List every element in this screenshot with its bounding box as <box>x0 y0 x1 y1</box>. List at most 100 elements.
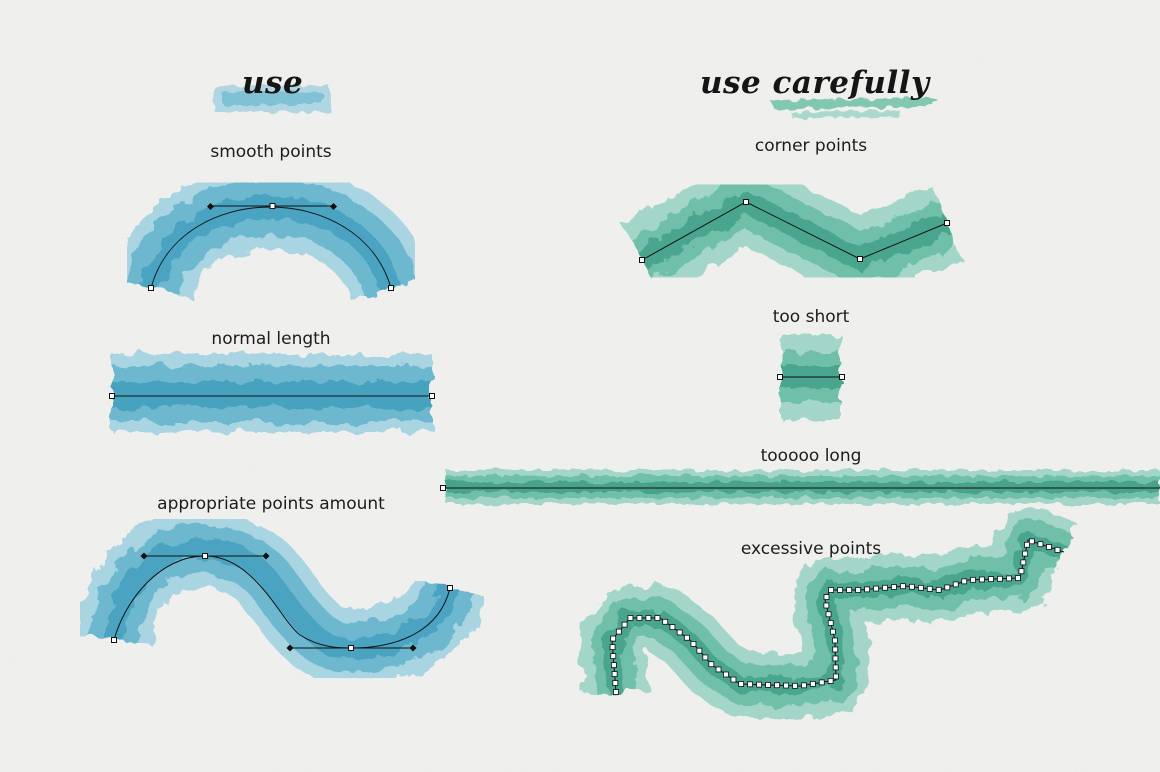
anchor-point <box>690 641 697 647</box>
too-short-path <box>777 374 845 380</box>
anchor-point <box>830 628 836 635</box>
corner-points-stroke <box>622 156 963 303</box>
anchor-point <box>765 682 771 688</box>
anchor-point <box>818 679 825 686</box>
anchor-point <box>1037 541 1044 548</box>
anchor-point <box>961 578 968 585</box>
too-short-label: too short <box>772 307 850 327</box>
smooth-points-path <box>148 202 394 291</box>
smooth-points-stroke <box>110 165 432 303</box>
anchor-point <box>1018 568 1025 575</box>
anchor-point <box>846 587 853 593</box>
normal-length-path <box>109 393 435 399</box>
use-carefully-heading-swatch <box>770 98 936 118</box>
excessive-points-label: excessive points <box>740 539 882 559</box>
anchor-point <box>935 586 942 593</box>
anchor-point <box>1046 544 1052 550</box>
anchor-point <box>882 584 888 591</box>
anchor-point <box>1020 559 1027 566</box>
anchor-point <box>833 673 839 680</box>
anchor-point <box>823 594 830 600</box>
use-carefully-heading: use carefully <box>700 65 930 101</box>
anchor-point <box>832 655 839 662</box>
anchor-point <box>900 583 906 590</box>
anchor-point <box>1024 541 1030 548</box>
anchor-point <box>1022 550 1029 557</box>
corner-points-path <box>639 199 950 263</box>
anchor-point <box>730 676 737 683</box>
anchor-point <box>832 646 839 653</box>
anchor-point <box>828 587 835 593</box>
anchor-point <box>756 681 762 688</box>
too-long-label: tooooo long <box>760 446 862 466</box>
anchor-point <box>827 620 834 626</box>
anchor-point <box>855 587 862 593</box>
corner-points-label: corner points <box>754 136 868 156</box>
too-short-stroke <box>777 334 845 420</box>
anchor-point <box>684 634 690 641</box>
normal-length-stroke <box>109 354 435 432</box>
anchor-point <box>610 653 617 660</box>
anchor-point <box>613 689 619 695</box>
anchor-point <box>1006 575 1012 582</box>
anchor-point <box>612 680 619 686</box>
normal-length-label: normal length <box>211 329 331 349</box>
too-long-stroke <box>440 470 1160 504</box>
anchor-point <box>676 629 683 636</box>
smooth-points-label: smooth points <box>210 142 332 162</box>
anchor-point <box>801 682 807 689</box>
anchor-point <box>827 677 834 684</box>
anchor-point <box>891 584 897 590</box>
anchor-point <box>627 615 634 621</box>
anchor-point <box>1015 575 1021 581</box>
anchor-point <box>747 681 753 688</box>
anchor-point <box>610 635 617 642</box>
anchor-point <box>864 586 870 593</box>
anchor-point <box>1054 546 1061 553</box>
anchor-point <box>917 584 924 591</box>
anchor-point <box>636 615 643 621</box>
anchor-point <box>609 644 616 651</box>
anchor-point <box>1029 538 1035 545</box>
anchor-point <box>696 647 703 654</box>
anchor-point <box>825 611 832 618</box>
anchor-point <box>809 680 816 687</box>
anchor-point <box>837 587 844 593</box>
anchor-point <box>997 575 1003 582</box>
anchor-point <box>702 654 709 661</box>
appropriate-points-path <box>111 552 453 652</box>
anchor-point <box>783 682 789 689</box>
appropriate-points-label: appropriate points amount <box>157 494 385 514</box>
too-long-path <box>440 485 1160 491</box>
anchor-point <box>873 585 879 592</box>
use-heading: use <box>242 65 304 101</box>
anchor-point <box>621 621 628 628</box>
anchor-point <box>792 682 798 689</box>
anchor-point <box>979 576 985 583</box>
anchor-point <box>708 661 715 668</box>
anchor-point <box>952 581 959 588</box>
anchor-point <box>611 662 617 668</box>
anchor-point <box>832 637 838 644</box>
excessive-points-path <box>609 538 1065 695</box>
anchor-point <box>926 585 933 592</box>
anchor-point <box>715 666 722 673</box>
anchor-point <box>669 624 676 631</box>
anchor-point <box>738 681 744 687</box>
anchor-point <box>645 615 652 621</box>
anchor-point <box>832 664 839 671</box>
anchor-point <box>774 682 780 689</box>
use-heading-swatch <box>214 86 330 112</box>
anchor-point <box>988 576 994 583</box>
excessive-points-stroke <box>579 507 1075 719</box>
anchor-point <box>944 584 951 591</box>
anchor-point <box>654 615 661 621</box>
anchor-point <box>909 583 915 590</box>
anchor-point <box>611 671 618 677</box>
anchor-point <box>970 576 976 583</box>
anchor-point <box>723 671 729 678</box>
anchor-point <box>823 602 830 609</box>
anchor-point <box>615 628 622 635</box>
